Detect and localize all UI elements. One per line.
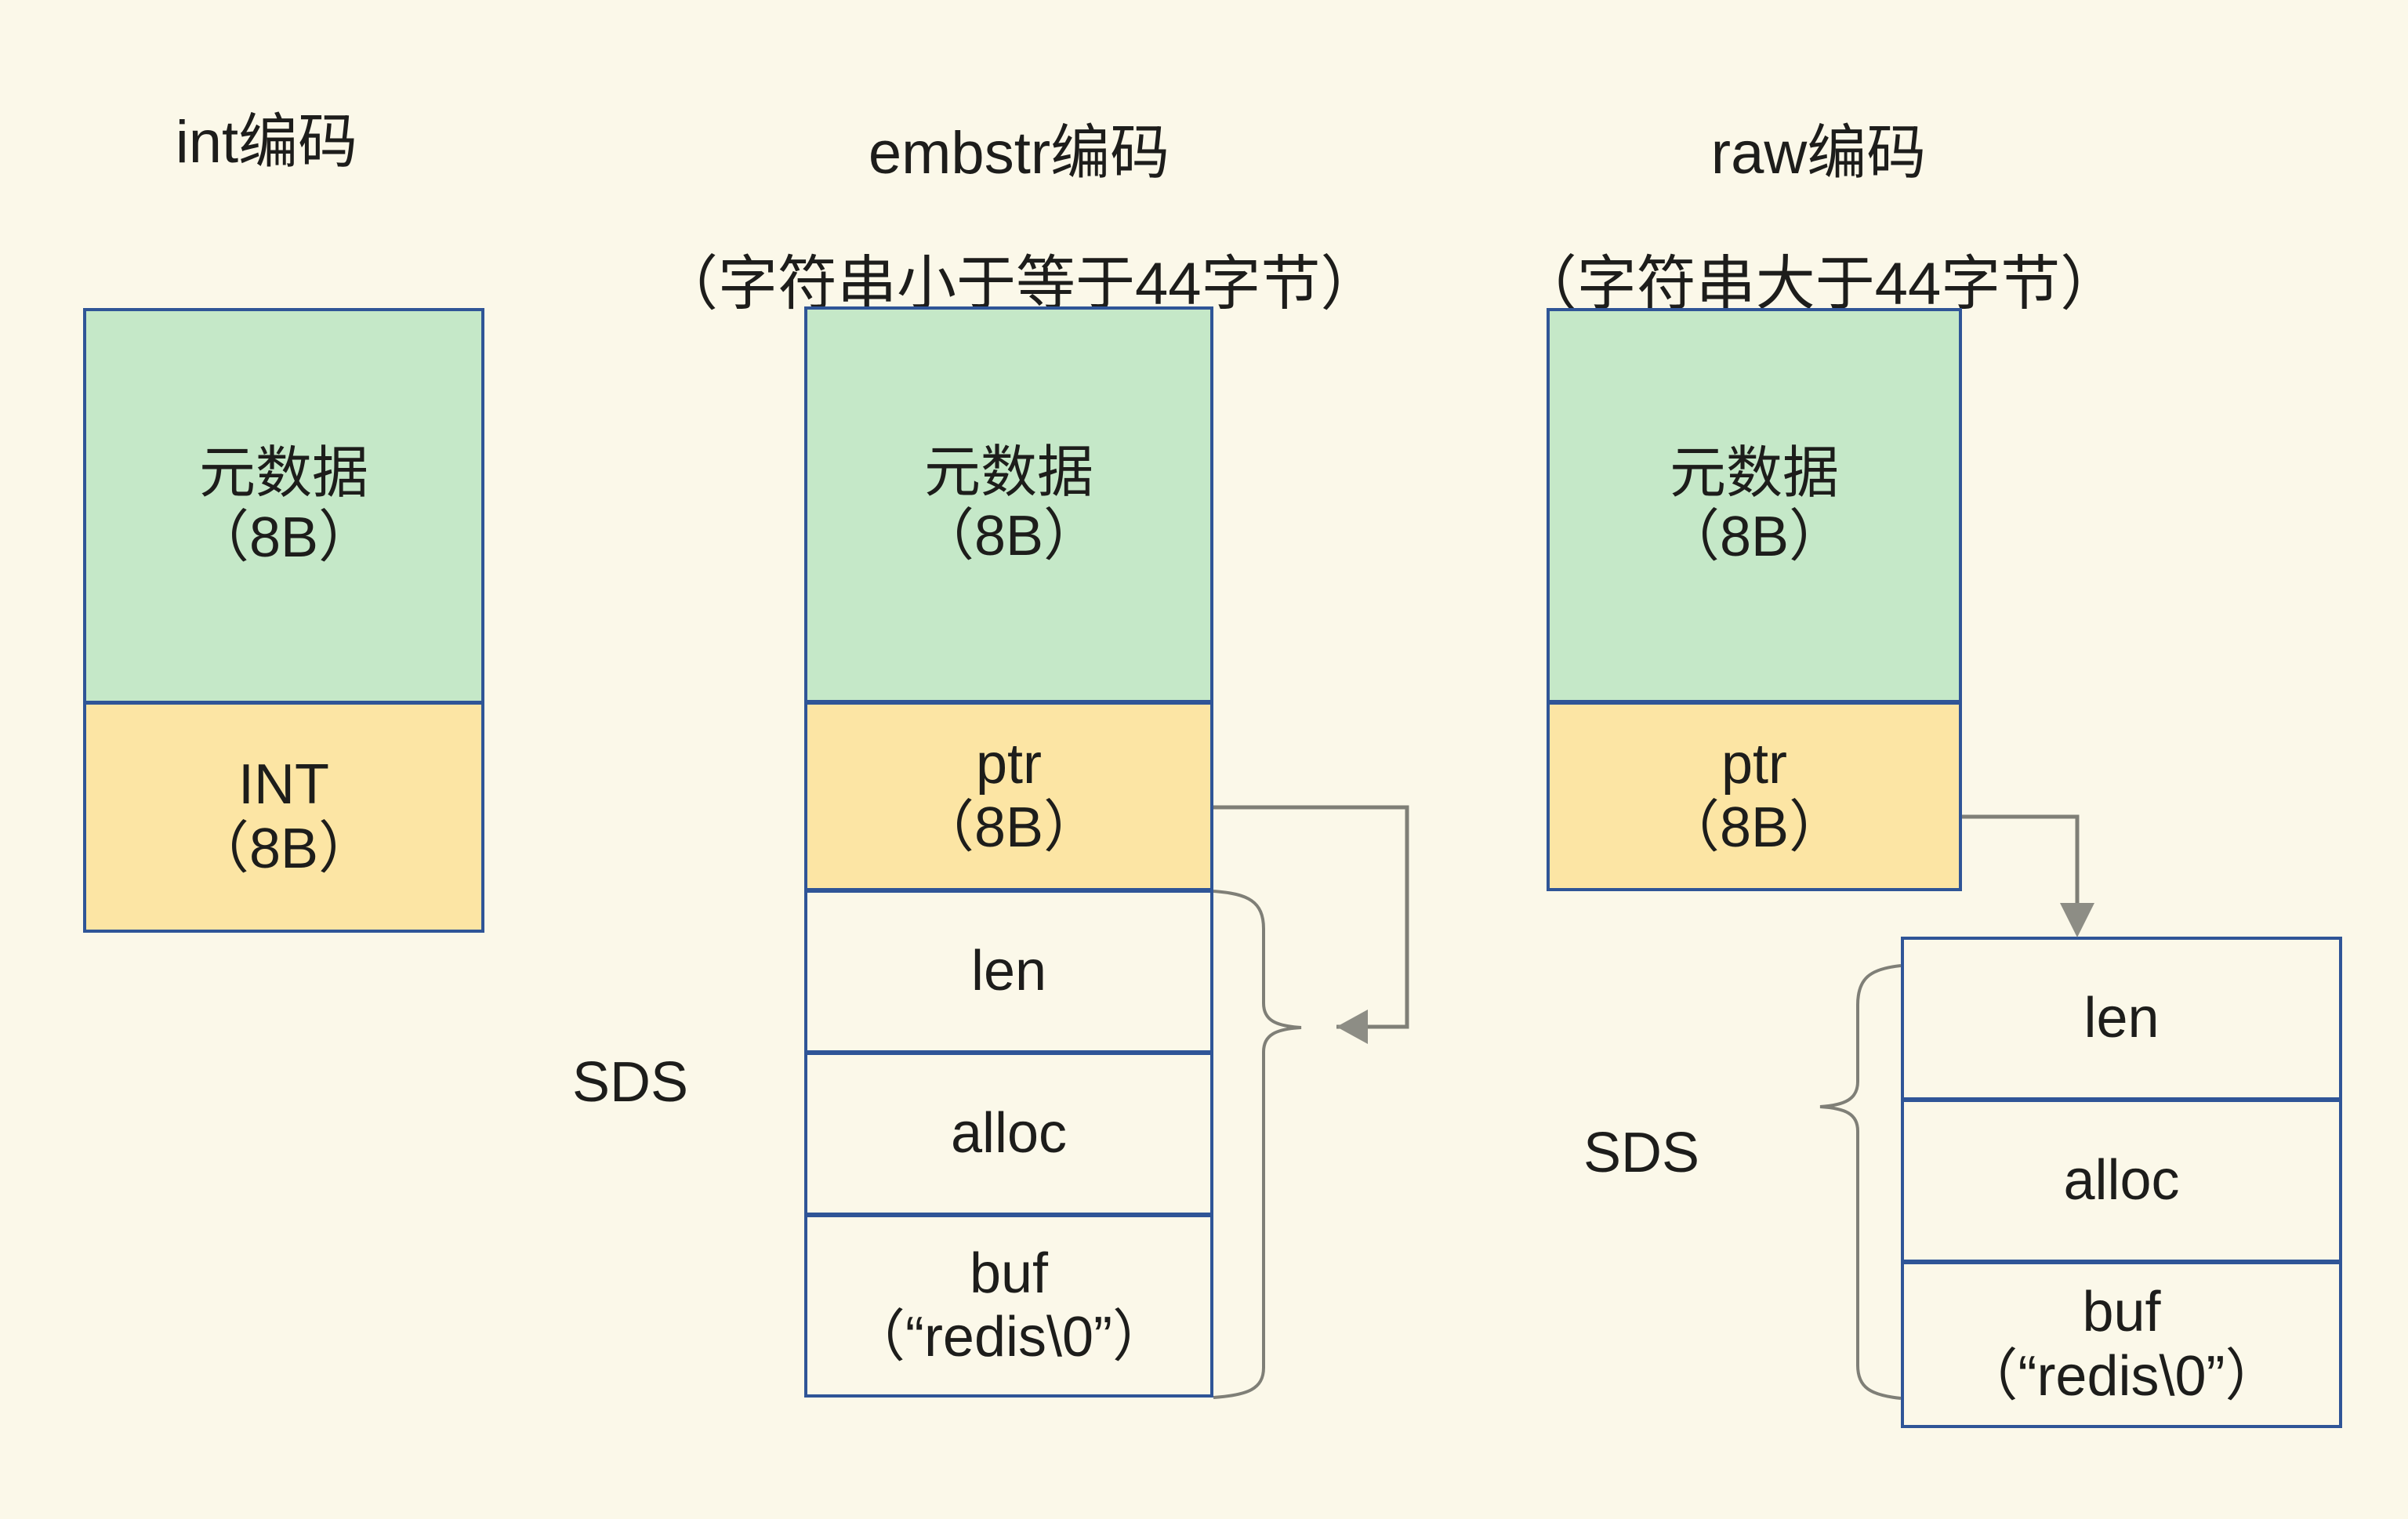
embstr-ptr-arrowhead [1336, 1010, 1368, 1044]
raw-ptr-arrowhead [2060, 903, 2094, 937]
column-header-embstr-subtitle: （字符串小于等于44字节） [658, 250, 1380, 317]
raw-ptr-connector [1962, 814, 2094, 937]
embstr-alloc-block: alloc [804, 1052, 1213, 1216]
raw-len-block: len [1901, 937, 2342, 1100]
embstr-ptr-block: ptr （8B） [804, 701, 1213, 891]
raw-metadata-block: 元数据 （8B） [1547, 308, 1962, 703]
column-header-embstr-title: embstr编码 [868, 119, 1170, 187]
embstr-sds-brace [1213, 890, 1302, 1399]
int-metadata-block: 元数据 （8B） [83, 308, 484, 704]
embstr-buf-block: buf （“redis\0”） [804, 1214, 1213, 1398]
embstr-len-block: len [804, 890, 1213, 1053]
raw-buf-block: buf （“redis\0”） [1901, 1261, 2342, 1428]
embstr-metadata-block: 元数据 （8B） [804, 306, 1213, 703]
raw-sds-brace [1819, 964, 1902, 1400]
column-header-embstr: embstr编码 （字符串小于等于44字节） [658, 55, 1380, 382]
column-header-raw: raw编码 （字符串大于44字节） [1458, 55, 2179, 382]
int-value-block: INT （8B） [83, 701, 484, 933]
embstr-sds-label: SDS [572, 1051, 689, 1114]
raw-ptr-block: ptr （8B） [1547, 701, 1962, 891]
column-header-raw-subtitle: （字符串大于44字节） [1517, 250, 2120, 317]
column-header-int: int编码 [175, 109, 358, 176]
embstr-ptr-connector [1213, 805, 1409, 1044]
column-header-raw-title: raw编码 [1710, 119, 1927, 187]
raw-alloc-block: alloc [1901, 1099, 2342, 1263]
raw-sds-label: SDS [1583, 1122, 1700, 1184]
